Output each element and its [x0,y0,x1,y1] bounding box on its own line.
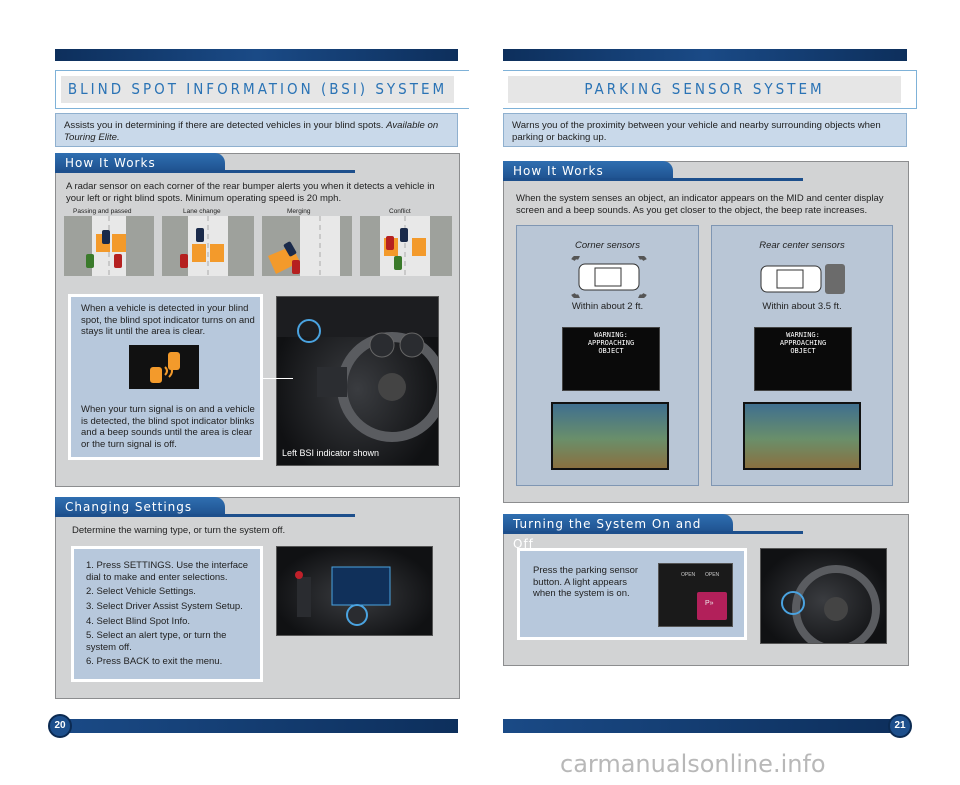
left-title-box: BLIND SPOT INFORMATION (BSI) SYSTEM [61,76,454,103]
tab-underline [55,170,355,173]
turn-signal-text: When your turn signal is on and a vehicl… [81,404,255,450]
settings-step-6: 6. Press BACK to exit the menu. [86,656,223,667]
photo-caption: Left BSI indicator shown [282,448,380,458]
center-console-photo [276,546,433,636]
left-title-bracket [55,70,469,109]
right-top-bar [503,49,907,61]
tab-underline [503,531,803,534]
parking-sensor-button[interactable]: P» [697,592,727,620]
scenario-diagram-passing [64,216,154,276]
parking-button-text: Press the parking sensor button. A light… [533,565,639,599]
corner-sensors-title: Corner sensors [575,240,640,251]
corner-warning-screen: WARNING: APPROACHING OBJECT [562,327,660,391]
right-title-box: PARKING SENSOR SYSTEM [508,76,901,103]
right-footer-bar [503,719,901,733]
bsi-description: A radar sensor on each corner of the rea… [66,181,435,204]
warning-line-2: APPROACHING [779,339,827,347]
watermark: carmanualsonline.info [560,750,826,778]
button-label-2: OPEN [705,572,720,578]
changing-settings-tab: Changing Settings [55,497,225,517]
corner-sensors-car-diagram [571,255,647,299]
tab-underline [55,514,355,517]
scenario-diagram-lane-change [162,216,254,276]
rear-sensors-title: Rear center sensors [759,240,845,251]
rear-sensors-car-diagram [759,262,849,296]
road-scene [380,216,430,276]
rear-camera-screen [743,402,861,470]
settings-step-3: 3. Select Driver Assist System Setup. [86,601,243,612]
settings-step-1: 1. Press SETTINGS. Use the interface dia… [86,560,249,583]
car-top-view-icon [760,264,845,294]
right-title-bracket [503,70,917,109]
left-intro-box: Assists you in determining if there are … [55,113,458,147]
settings-steps-box [71,546,263,682]
blind-spot-indicator-icon [150,352,180,383]
parking-description: When the system senses an object, an ind… [516,193,884,216]
page-title: BLIND SPOT INFORMATION (BSI) SYSTEM [67,80,448,98]
right-intro-box: Warns you of the proximity between your … [503,113,907,147]
warning-line-2: APPROACHING [587,339,635,347]
parking-sensor-button-photo: OPEN OPEN P» [658,563,733,627]
corner-sensors-distance: Within about 2 ft. [571,301,644,312]
dashboard-illustration [277,297,438,442]
page-number-right: 21 [888,714,912,738]
warning-line-1: WARNING: [786,331,820,339]
turning-on-off-tab: Turning the System On and Off [503,514,733,551]
page-title: PARKING SENSOR SYSTEM [584,80,825,98]
car-top-view-icon [571,255,647,299]
settings-step-2: 2. Select Vehicle Settings. [86,586,196,597]
left-top-bar [55,49,458,61]
settings-step-5: 5. Select an alert type, or turn the sys… [86,630,227,653]
bsi-indicator-icon [129,345,199,389]
parking-sensor-icon: P» [705,600,714,607]
road-scene [268,216,340,276]
scenario-label-passing: Passing and passed [73,208,132,215]
changing-settings-text: Determine the warning type, or turn the … [72,525,286,536]
availability-note: Available on Touring Elite. [64,120,439,143]
road-scene [86,216,126,276]
callout-line [263,378,293,379]
intro-text: Assists you in determining if there are … [64,120,384,131]
parking-how-it-works-tab: How It Works [503,161,673,181]
corner-camera-screen [551,402,669,470]
bsi-how-it-works-tab: How It Works [55,153,225,173]
console-illustration [295,566,391,626]
intro-text: Warns you of the proximity between your … [512,120,881,143]
road-scene [180,216,228,276]
rear-sensors-distance: Within about 3.5 ft. [762,301,842,312]
page-number-left: 20 [48,714,72,738]
warning-line-1: WARNING: [594,331,628,339]
dashboard-photo [276,296,439,466]
vehicle-detected-text: When a vehicle is detected in your blind… [81,303,255,337]
scenario-label-merging: Merging [287,208,311,215]
settings-step-4: 4. Select Blind Spot Info. [86,616,191,627]
button-label-1: OPEN [681,572,696,578]
steering-wheel-photo [760,548,887,644]
rear-warning-screen: WARNING: APPROACHING OBJECT [754,327,852,391]
scenario-diagram-conflict [360,216,452,276]
scenario-label-conflict: Conflict [389,208,411,215]
scenario-diagram-merging [262,216,352,276]
steering-wheel-illustration [781,565,880,643]
left-footer-bar [60,719,458,733]
tab-underline [503,178,803,181]
warning-line-3: OBJECT [598,347,624,355]
scenario-label-lane-change: Lane change [183,208,221,215]
warning-line-3: OBJECT [790,347,816,355]
